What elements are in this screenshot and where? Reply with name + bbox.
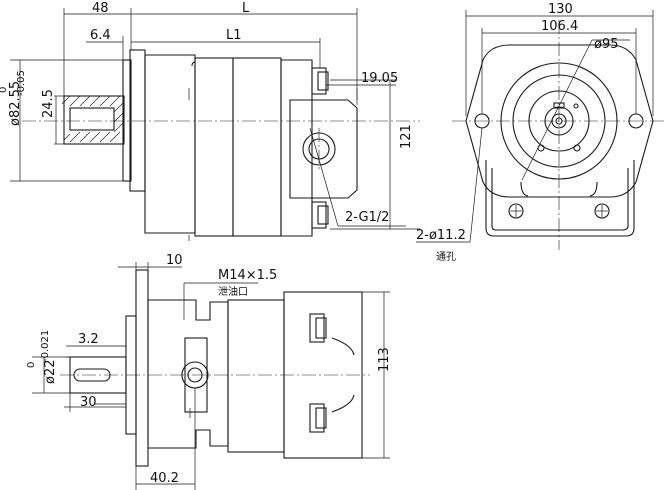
side-dim-body-length: L1 — [226, 28, 242, 43]
top-dim-shaft-length: 30 — [80, 395, 97, 410]
front-dim-overall-width: 130 — [548, 2, 573, 17]
front-dim-bolt-spacing: 106.4 — [541, 19, 578, 34]
side-dim-pilot-tol-lower: -0.05 — [16, 70, 27, 96]
top-label-drain-port: 泄油口 — [218, 285, 248, 298]
top-flange — [135, 269, 149, 467]
side-dim-shaft-key: 24.5 — [41, 89, 56, 118]
front-flange — [465, 44, 654, 198]
top-dim-flange-offset: 10 — [166, 253, 183, 268]
side-dim-total-length: L — [242, 1, 250, 16]
top-dim-shaft-diameter: ø22 — [43, 360, 58, 385]
front-label-holes-note: 通孔 — [436, 251, 456, 263]
top-dim-key-width: 3.2 — [78, 332, 99, 347]
side-port-block — [289, 99, 358, 199]
side-flange — [129, 49, 146, 192]
side-dim-pilot-diameter: ø82.55 — [8, 81, 23, 126]
side-dim-flange-width: 48 — [92, 1, 109, 16]
side-label-ports: 2-G1/2 — [345, 210, 389, 225]
front-dim-hub-diameter: ø95 — [594, 37, 619, 52]
top-dim-shaft-tol-lower: -0.021 — [40, 330, 51, 362]
front-label-holes: 2-ø11.2 — [416, 228, 466, 243]
top-dim-body-height: 113 — [377, 347, 392, 372]
top-label-drain-thread: M14×1.5 — [218, 268, 277, 283]
side-dim-port-spacing: 121 — [399, 124, 414, 149]
side-dim-port-offset: 19.05 — [361, 71, 398, 86]
side-view: 48 L 6.4 L1 19.05 121 24.5 ø82.55 0 -0.0… — [0, 1, 420, 241]
top-dim-flange-to-port: 40.2 — [150, 471, 179, 486]
front-view: 130 106.4 ø95 2-ø11.2 通孔 — [416, 2, 666, 263]
top-view: 10 M14×1.5 泄油口 113 3.2 ø22 0 -0.021 30 4… — [26, 253, 392, 490]
front-housing — [485, 160, 635, 237]
side-dim-pilot-depth: 6.4 — [90, 28, 111, 43]
side-housing — [144, 54, 196, 234]
side-dim-pilot-tol-upper: 0 — [0, 87, 9, 93]
side-shaft-section — [61, 95, 125, 145]
top-dim-shaft-tol-upper: 0 — [26, 362, 37, 368]
